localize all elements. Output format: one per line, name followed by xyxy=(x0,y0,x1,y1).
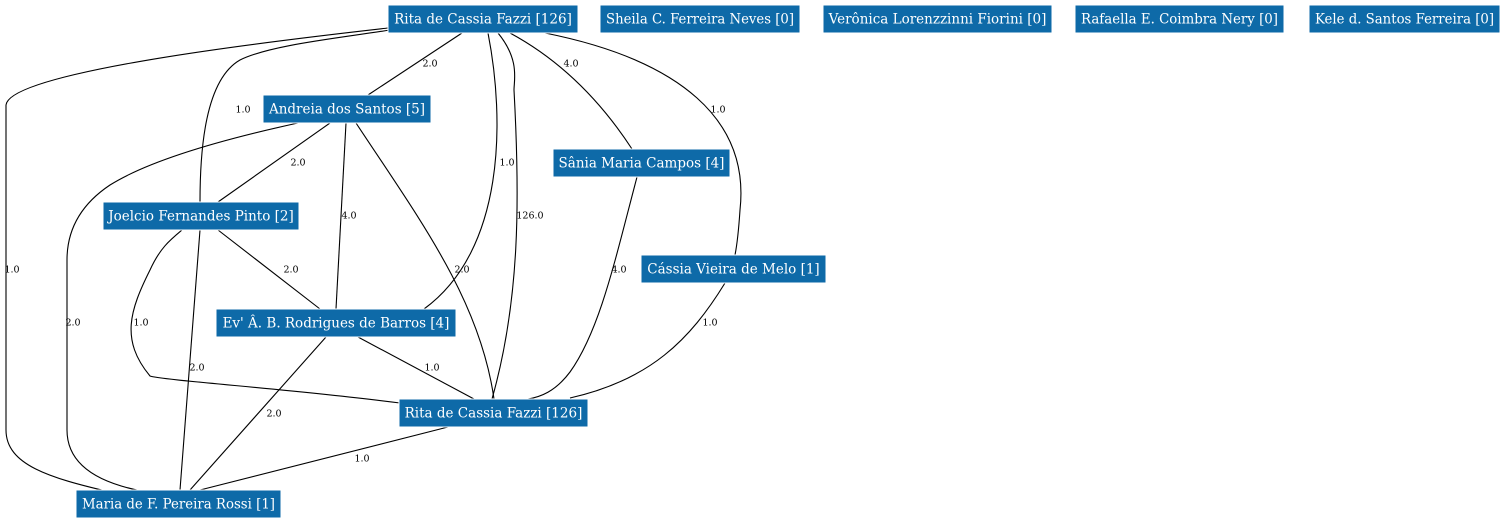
edge-weight-label: 2.0 xyxy=(454,265,469,276)
node-label: Rita de Cassia Fazzi [126] xyxy=(405,406,583,422)
node-veronica[interactable]: Verônica Lorenzzinni Fiorini [0] xyxy=(822,4,1053,34)
node-label: Kele d. Santos Ferreira [0] xyxy=(1315,12,1494,28)
node-label: Verônica Lorenzzinni Fiorini [0] xyxy=(828,12,1047,28)
edge-weight-label: 1.0 xyxy=(499,158,514,169)
node-label: Sheila C. Ferreira Neves [0] xyxy=(606,12,794,28)
node-box xyxy=(1308,4,1501,34)
edge-andreia-ev: 4.0 xyxy=(335,122,357,310)
edge-weight-label: 1.0 xyxy=(710,105,725,116)
node-sheila[interactable]: Sheila C. Ferreira Neves [0] xyxy=(599,4,801,34)
node-box xyxy=(262,94,432,124)
node-box xyxy=(387,4,579,34)
edge-rita_top-maria: 1.0 xyxy=(4,27,389,493)
edge-line xyxy=(66,122,299,491)
edge-line xyxy=(509,32,633,150)
node-box xyxy=(552,148,731,178)
node-cassia[interactable]: Cássia Vieira de Melo [1] xyxy=(640,254,827,284)
edge-joelcio-ev: 2.0 xyxy=(217,229,321,310)
edge-weight-label: 2.0 xyxy=(422,59,437,70)
edge-rita_top-cassia: 1.0 xyxy=(544,32,742,256)
edge-line xyxy=(367,32,463,96)
node-kele[interactable]: Kele d. Santos Ferreira [0] xyxy=(1308,4,1501,34)
edge-line xyxy=(217,229,321,310)
edge-weight-label: 4.0 xyxy=(563,59,578,70)
edge-andreia-joelcio: 2.0 xyxy=(217,122,331,203)
node-label: Rita de Cassia Fazzi [126] xyxy=(394,12,572,28)
edge-line xyxy=(569,282,726,399)
edge-rita_top-rita_bot: 126.0 xyxy=(491,32,544,400)
edge-line xyxy=(179,229,201,491)
node-box xyxy=(1074,4,1285,34)
edge-rita_top-andreia: 2.0 xyxy=(367,32,463,96)
node-box xyxy=(102,201,300,231)
edge-line xyxy=(189,336,327,491)
edge-rita_top-ev: 1.0 xyxy=(423,32,515,310)
edge-weight-label: 2.0 xyxy=(189,363,204,374)
node-label: Rafaella E. Coimbra Nery [0] xyxy=(1081,12,1278,28)
edge-weight-label: 2.0 xyxy=(290,158,305,169)
node-label: Andreia dos Santos [5] xyxy=(268,102,425,118)
edge-rita_bot-maria: 1.0 xyxy=(199,426,449,491)
node-box xyxy=(640,254,827,284)
node-box xyxy=(599,4,801,34)
node-label: Ev' Â. B. Rodrigues de Barros [4] xyxy=(223,316,450,332)
node-joelcio[interactable]: Joelcio Fernandes Pinto [2] xyxy=(102,201,300,231)
edge-weight-label: 2.0 xyxy=(266,409,281,420)
edge-line xyxy=(335,122,347,310)
node-label: Joelcio Fernandes Pinto [2] xyxy=(106,209,294,225)
node-label: Maria de F. Pereira Rossi [1] xyxy=(82,497,275,513)
edge-weight-label: 1.0 xyxy=(424,363,439,374)
edge-sania-rita_bot: 4.0 xyxy=(527,176,638,400)
edge-line xyxy=(199,29,391,203)
edge-ev-maria: 2.0 xyxy=(189,336,327,491)
node-maria[interactable]: Maria de F. Pereira Rossi [1] xyxy=(75,489,282,519)
edge-weight-label: 1.0 xyxy=(235,105,250,116)
nodes-layer: Rita de Cassia Fazzi [126] Sheila C. Ferr… xyxy=(75,4,1501,519)
edge-line xyxy=(527,176,638,400)
edge-weight-label: 4.0 xyxy=(341,211,356,222)
edge-line xyxy=(491,32,518,400)
edge-andreia-maria: 2.0 xyxy=(65,122,299,491)
node-ev[interactable]: Ev' Â. B. Rodrigues de Barros [4] xyxy=(215,308,457,338)
edge-weight-label: 1.0 xyxy=(702,318,717,329)
edge-weight-label: 126.0 xyxy=(516,211,543,222)
edge-cassia-rita_bot: 1.0 xyxy=(569,282,726,399)
edge-line xyxy=(5,27,389,493)
edge-rita_top-joelcio: 1.0 xyxy=(199,29,391,203)
edge-line xyxy=(355,122,495,400)
edges-layer: 1.0 1.0 2.0 1.0 126.0 4.0 1.0 2.0 2.0 4.0 2.0 4.0 2.… xyxy=(4,27,742,493)
edge-andreia-rita_bot: 2.0 xyxy=(355,122,495,400)
node-rita-top[interactable]: Rita de Cassia Fazzi [126] xyxy=(387,4,579,34)
node-label: Sânia Maria Campos [4] xyxy=(559,156,725,172)
edge-weight-label: 4.0 xyxy=(611,265,626,276)
node-andreia[interactable]: Andreia dos Santos [5] xyxy=(262,94,432,124)
node-rafaella[interactable]: Rafaella E. Coimbra Nery [0] xyxy=(1074,4,1285,34)
edge-weight-label: 1.0 xyxy=(4,265,19,276)
edge-weight-label: 2.0 xyxy=(283,265,298,276)
node-box xyxy=(822,4,1053,34)
edge-weight-label: 1.0 xyxy=(133,318,148,329)
node-box xyxy=(75,489,282,519)
edge-line xyxy=(357,336,475,400)
edge-line xyxy=(544,32,742,256)
node-sania[interactable]: Sânia Maria Campos [4] xyxy=(552,148,731,178)
node-rita-bot[interactable]: Rita de Cassia Fazzi [126] xyxy=(398,398,589,428)
edge-line xyxy=(217,122,331,203)
edge-weight-label: 1.0 xyxy=(354,454,369,465)
edge-ev-rita_bot: 1.0 xyxy=(357,336,475,400)
edge-line xyxy=(199,426,449,491)
node-label: Cássia Vieira de Melo [1] xyxy=(647,262,819,278)
node-box xyxy=(398,398,589,428)
edge-rita_top-sania: 4.0 xyxy=(509,32,633,150)
edge-line xyxy=(423,32,498,310)
node-box xyxy=(215,308,457,338)
edge-weight-label: 2.0 xyxy=(65,318,80,329)
edge-joelcio-maria: 2.0 xyxy=(179,229,205,491)
